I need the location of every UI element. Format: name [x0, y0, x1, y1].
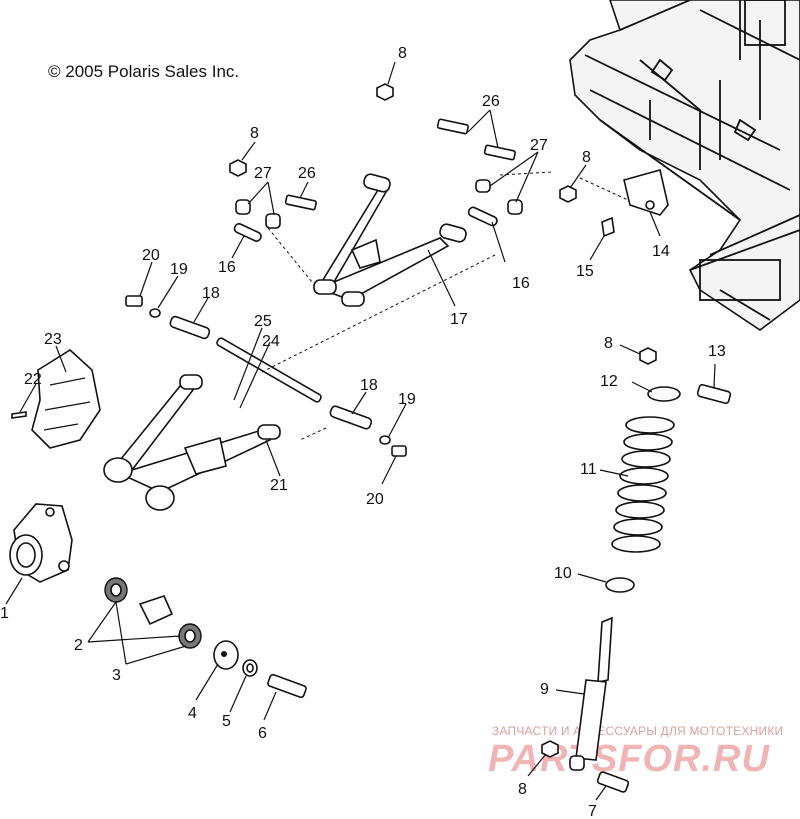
upper-a-arm [313, 173, 467, 307]
callout-13: 13 [708, 343, 726, 360]
callout-21: 21 [270, 477, 288, 494]
watermark-logo: PARTSFOR.RU [488, 738, 770, 780]
callout-2: 2 [74, 637, 83, 654]
callout-26: 26 [298, 165, 316, 182]
callout-18: 18 [360, 377, 378, 394]
callout-8: 8 [518, 781, 527, 798]
callout-4: 4 [188, 705, 197, 722]
callout-15: 15 [576, 263, 594, 280]
copyright-notice: © 2005 Polaris Sales Inc. [48, 62, 240, 81]
callout-17: 17 [450, 311, 468, 328]
callout-8: 8 [582, 149, 591, 166]
callout-20: 20 [142, 247, 160, 264]
leader-lines [5, 61, 716, 801]
shock-assembly [541, 347, 732, 793]
cv-guard [11, 349, 101, 449]
callout-26: 26 [482, 93, 500, 110]
lower-arm-hardware [125, 295, 407, 457]
callout-24: 24 [262, 333, 280, 350]
callout-19: 19 [170, 261, 188, 278]
hub-hardware [104, 577, 307, 699]
callout-19: 19 [398, 391, 416, 408]
alignment-lines [261, 171, 629, 441]
callout-16: 16 [218, 259, 236, 276]
callout-3: 3 [112, 667, 121, 684]
callout-8: 8 [398, 45, 407, 62]
callout-7: 7 [588, 803, 597, 819]
callout-10: 10 [554, 565, 572, 582]
callout-8: 8 [250, 125, 259, 142]
callout-labels: 8 26 8 27 26 27 8 20 19 16 16 14 15 18 1… [0, 45, 726, 819]
callout-1: 1 [0, 605, 9, 622]
callout-23: 23 [44, 331, 62, 348]
watermark-caption: ЗАПЧАСТИ И АКСЕССУАРЫ ДЛЯ МОТОТЕХНИКИ [492, 724, 784, 738]
callout-18: 18 [202, 285, 220, 302]
callout-9: 9 [540, 681, 549, 698]
callout-11: 11 [580, 461, 597, 478]
callout-16: 16 [512, 275, 530, 292]
bearing-carrier [9, 503, 73, 583]
callout-14: 14 [652, 243, 670, 260]
callout-20: 20 [366, 491, 384, 508]
callout-8: 8 [604, 335, 613, 352]
lower-a-arm [103, 337, 322, 511]
callout-25: 25 [254, 313, 272, 330]
upper-arm-hardware [229, 83, 669, 242]
vehicle-frame [569, 0, 800, 331]
callout-27: 27 [530, 137, 548, 154]
callout-5: 5 [222, 713, 231, 730]
callout-12: 12 [600, 373, 618, 390]
shock-spring [611, 416, 675, 553]
callout-22: 22 [24, 371, 42, 388]
callout-6: 6 [258, 725, 267, 742]
callout-27: 27 [254, 165, 272, 182]
